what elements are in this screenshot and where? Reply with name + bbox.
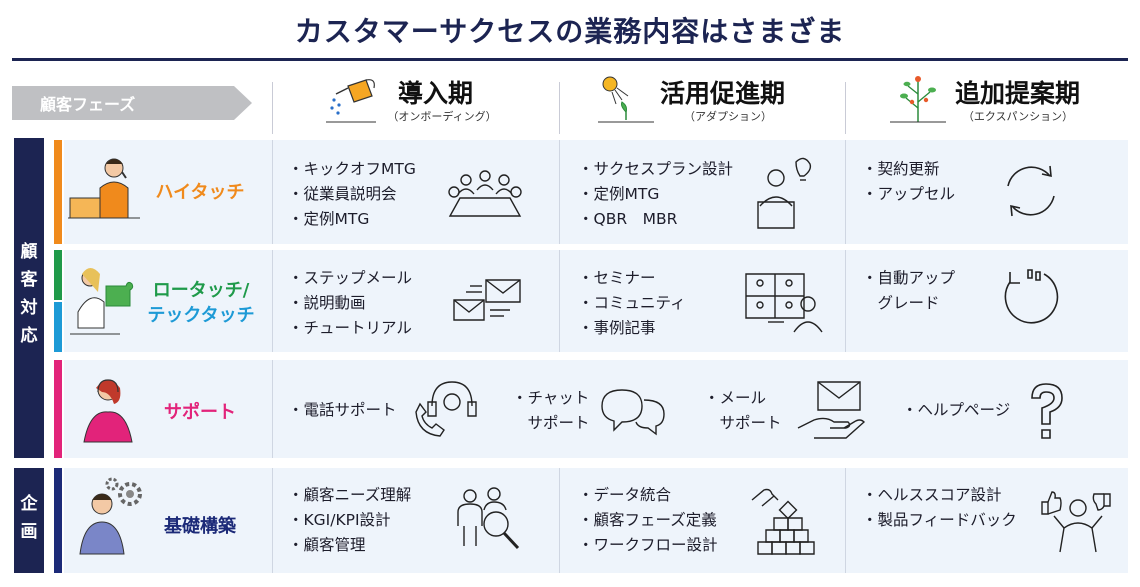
cell-divider	[559, 468, 560, 573]
phase-subtitle-adoption: （アダプション）	[684, 110, 772, 123]
person-phone-laptop-icon	[68, 152, 140, 228]
watering-can-icon	[326, 74, 382, 126]
person-gears-icon	[72, 478, 150, 560]
header-divider	[845, 82, 846, 134]
video-conference-icon	[744, 270, 824, 334]
row-support	[64, 360, 1128, 458]
thumbs-feedback-icon	[1040, 488, 1116, 554]
cell-divider	[845, 250, 846, 352]
cell-hightouch-onboarding: ・キックオフMTG ・従業員説明会 ・定例MTG	[288, 160, 416, 228]
question-mark-icon	[1026, 382, 1066, 444]
cell-foundation-onboarding: ・顧客ニーズ理解 ・KGI/KPI設計 ・顧客管理	[288, 486, 412, 554]
sun-sprout-icon	[598, 74, 654, 126]
phase-title-adoption: 活用促進期	[660, 79, 786, 108]
person-puzzle-icon	[70, 268, 140, 342]
row-lowtouch	[64, 250, 1128, 352]
headset-phone-icon	[414, 376, 474, 438]
group-label-planning: 企画	[20, 494, 38, 542]
cell-divider	[272, 140, 273, 244]
support-item-help: ・ヘルプページ	[902, 401, 1011, 419]
support-item-phone: ・電話サポート	[288, 401, 397, 419]
cell-divider	[272, 360, 273, 458]
team-search-icon	[452, 486, 522, 556]
row-label-lowtouch: ロータッチ/	[152, 280, 250, 301]
support-item-mail: ・メール サポート	[704, 389, 782, 432]
phase-subtitle-onboarding: （オンボーディング）	[387, 110, 497, 123]
page-title: カスタマーサクセスの業務内容はさまざま	[294, 15, 846, 48]
accent-bar-lowtouch	[54, 250, 62, 300]
cell-divider	[272, 250, 273, 352]
phase-subtitle-expansion: （エクスパンション）	[962, 110, 1074, 123]
phase-title-expansion: 追加提案期	[955, 79, 1081, 108]
phase-banner-label: 顧客フェーズ	[40, 95, 136, 114]
cell-divider	[845, 140, 846, 244]
chat-bubbles-icon	[598, 386, 668, 436]
group-bar-customer-response	[14, 138, 44, 458]
header-divider	[272, 82, 273, 134]
accent-bar-hightouch	[54, 140, 62, 244]
row-label-techtouch: テックタッチ	[147, 305, 255, 326]
phase-banner	[12, 86, 252, 120]
mail-stack-icon	[450, 276, 524, 326]
cell-foundation-adoption: ・データ統合 ・顧客フェーズ定義 ・ワークフロー設計	[578, 486, 718, 554]
row-foundation	[64, 468, 1128, 573]
row-label-foundation: 基礎構築	[164, 516, 236, 537]
group-bar-planning	[14, 468, 44, 573]
title-underline	[12, 58, 1128, 61]
accent-bar-techtouch	[54, 302, 62, 352]
cell-lowtouch-onboarding: ・ステップメール ・説明動画 ・チュートリアル	[288, 269, 413, 337]
presenter-idea-icon	[752, 156, 812, 232]
cell-divider	[272, 468, 273, 573]
cell-hightouch-adoption: ・サクセスプラン設計 ・定例MTG ・QBR MBR	[578, 160, 734, 228]
cell-divider	[845, 468, 846, 573]
header-divider	[559, 82, 560, 134]
row-label-hightouch: ハイタッチ	[155, 182, 245, 203]
phase-title-onboarding: 導入期	[398, 79, 474, 108]
mail-hand-icon	[796, 378, 866, 444]
support-item-chat: ・チャット サポート	[512, 389, 590, 432]
cell-hightouch-expansion: ・契約更新 ・アップセル	[862, 160, 956, 203]
tree-icon	[890, 76, 946, 126]
group-label-customer-response: 顧客対応	[20, 242, 38, 346]
cell-lowtouch-adoption: ・セミナー ・コミュニティ ・事例記事	[578, 269, 686, 337]
cell-divider	[559, 250, 560, 352]
support-agent-icon	[80, 372, 140, 448]
cubes-hand-icon	[748, 484, 824, 558]
meeting-table-icon	[446, 166, 524, 222]
row-label-support: サポート	[164, 402, 236, 423]
refresh-arrow-icon	[998, 266, 1064, 330]
row-hightouch	[64, 140, 1128, 244]
cell-divider	[559, 140, 560, 244]
cell-foundation-expansion: ・ヘルススコア設計 ・製品フィードバック	[862, 486, 1017, 529]
cell-lowtouch-expansion: ・自動アップ グレード	[862, 269, 956, 312]
accent-bar-support	[54, 360, 62, 458]
cycle-arrows-icon	[998, 160, 1064, 222]
accent-bar-foundation	[54, 468, 62, 573]
